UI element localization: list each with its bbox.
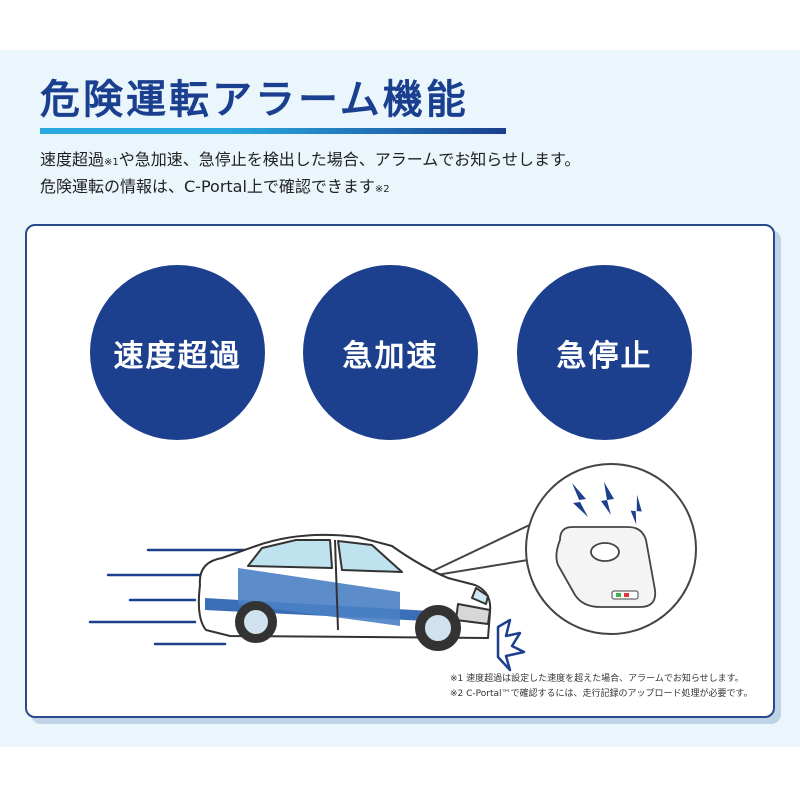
footnote-2: ※2 C-Portal™で確認するには、走行記録のアップロード処理が必要です。 (450, 689, 753, 699)
car-illustration (197, 533, 492, 651)
footnote-ref-2: ※2 (374, 184, 390, 195)
description: 速度超過※1や急加速、急停止を検出した場合、アラームでお知らせします。 危険運転… (40, 148, 580, 202)
title-underline (40, 128, 506, 134)
page-title: 危険運転アラーム機能 (40, 77, 469, 123)
lightning-bolt-icon (572, 482, 642, 525)
description-line-2: 危険運転の情報は、C-Portal上で確認できます※2 (40, 177, 390, 196)
speed-lines (88, 548, 257, 646)
footnote-1: ※1 速度超過は設定した速度を超えた場合、アラームでお知らせします。 (450, 674, 744, 684)
description-line-1: 速度超過※1や急加速、急停止を検出した場合、アラームでお知らせします。 (40, 150, 581, 169)
alarm-device (555, 526, 657, 608)
feature-sudden-stop: 急停止 (517, 265, 692, 440)
feature-rapid-acceleration: 急加速 (303, 265, 478, 440)
impact-burst-icon (496, 618, 526, 672)
footnotes: ※1 速度超過は設定した速度を超えた場合、アラームでお知らせします。 ※2 C-… (450, 672, 753, 702)
footnote-ref-1: ※1 (104, 157, 119, 168)
feature-speeding: 速度超過 (90, 265, 265, 440)
